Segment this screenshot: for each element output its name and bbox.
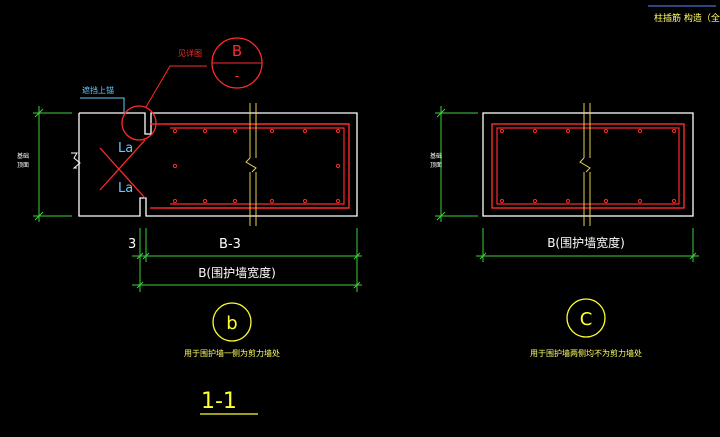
la-cross-line-2 (99, 139, 146, 191)
dim-total-right: B(围护墙宽度) (547, 235, 625, 250)
top-note-leader (80, 97, 125, 112)
la-cross-line-1 (99, 147, 146, 199)
right-horizontal-dimension (476, 228, 699, 262)
left-side-label-1: 基础 (17, 152, 29, 160)
right-rebar-inner (496, 127, 680, 205)
callout-letter-top: B (232, 42, 242, 60)
detail-magnifier-circle (121, 105, 157, 141)
left-caption: 用于围护墙一侧为剪力墙处 (184, 348, 280, 358)
la-lower-label: La (118, 181, 133, 196)
dim-mid: B-3 (219, 237, 241, 252)
dim-total-left: B(围护墙宽度) (198, 265, 276, 280)
top-note: 遮挡上锚 (82, 85, 114, 95)
left-yellow-break (245, 103, 257, 226)
right-vertical-dimension (435, 106, 478, 222)
detail-b-circle (212, 302, 252, 342)
left-side-label-2: 顶面 (17, 162, 29, 169)
callout-letter-bottom: - (235, 69, 240, 84)
section-label: 1-1 (201, 389, 237, 414)
right-caption: 用于围护墙两侧均不为剪力墙处 (530, 348, 642, 358)
left-horizontal-dimensions (132, 228, 362, 292)
detail-b-label: b (226, 313, 237, 334)
callout-leader (145, 65, 207, 108)
right-side-label-2: 顶面 (430, 162, 442, 169)
detail-c-label: C (580, 309, 593, 330)
right-yellow-break (579, 103, 591, 226)
left-rebar-dots (172, 128, 341, 204)
right-rebar-dots (499, 128, 677, 204)
left-detail: La La 遮挡上锚 见详图 B - 基础 顶面 3 B-3 B(围护墙宽度) (17, 37, 362, 358)
left-break-mark (71, 152, 81, 169)
right-detail: 基础 顶面 B(围护墙宽度) C 用于围护墙两侧均不为剪力墙处 (430, 103, 699, 358)
drawing-title: 柱插筋 构造（全部通用） (654, 12, 720, 24)
left-rebar-outer (165, 123, 350, 209)
right-wall-outline (482, 112, 694, 217)
detail-c-circle (566, 298, 606, 338)
la-upper-label: La (118, 141, 133, 156)
left-rebar-inner (170, 127, 345, 205)
dim-small: 3 (128, 237, 136, 252)
right-side-label-1: 基础 (430, 152, 442, 160)
right-rebar-outer (491, 123, 685, 209)
left-vertical-dimension (33, 106, 72, 222)
left-wall-outline (78, 112, 358, 217)
callout-note: 见详图 (178, 48, 202, 58)
